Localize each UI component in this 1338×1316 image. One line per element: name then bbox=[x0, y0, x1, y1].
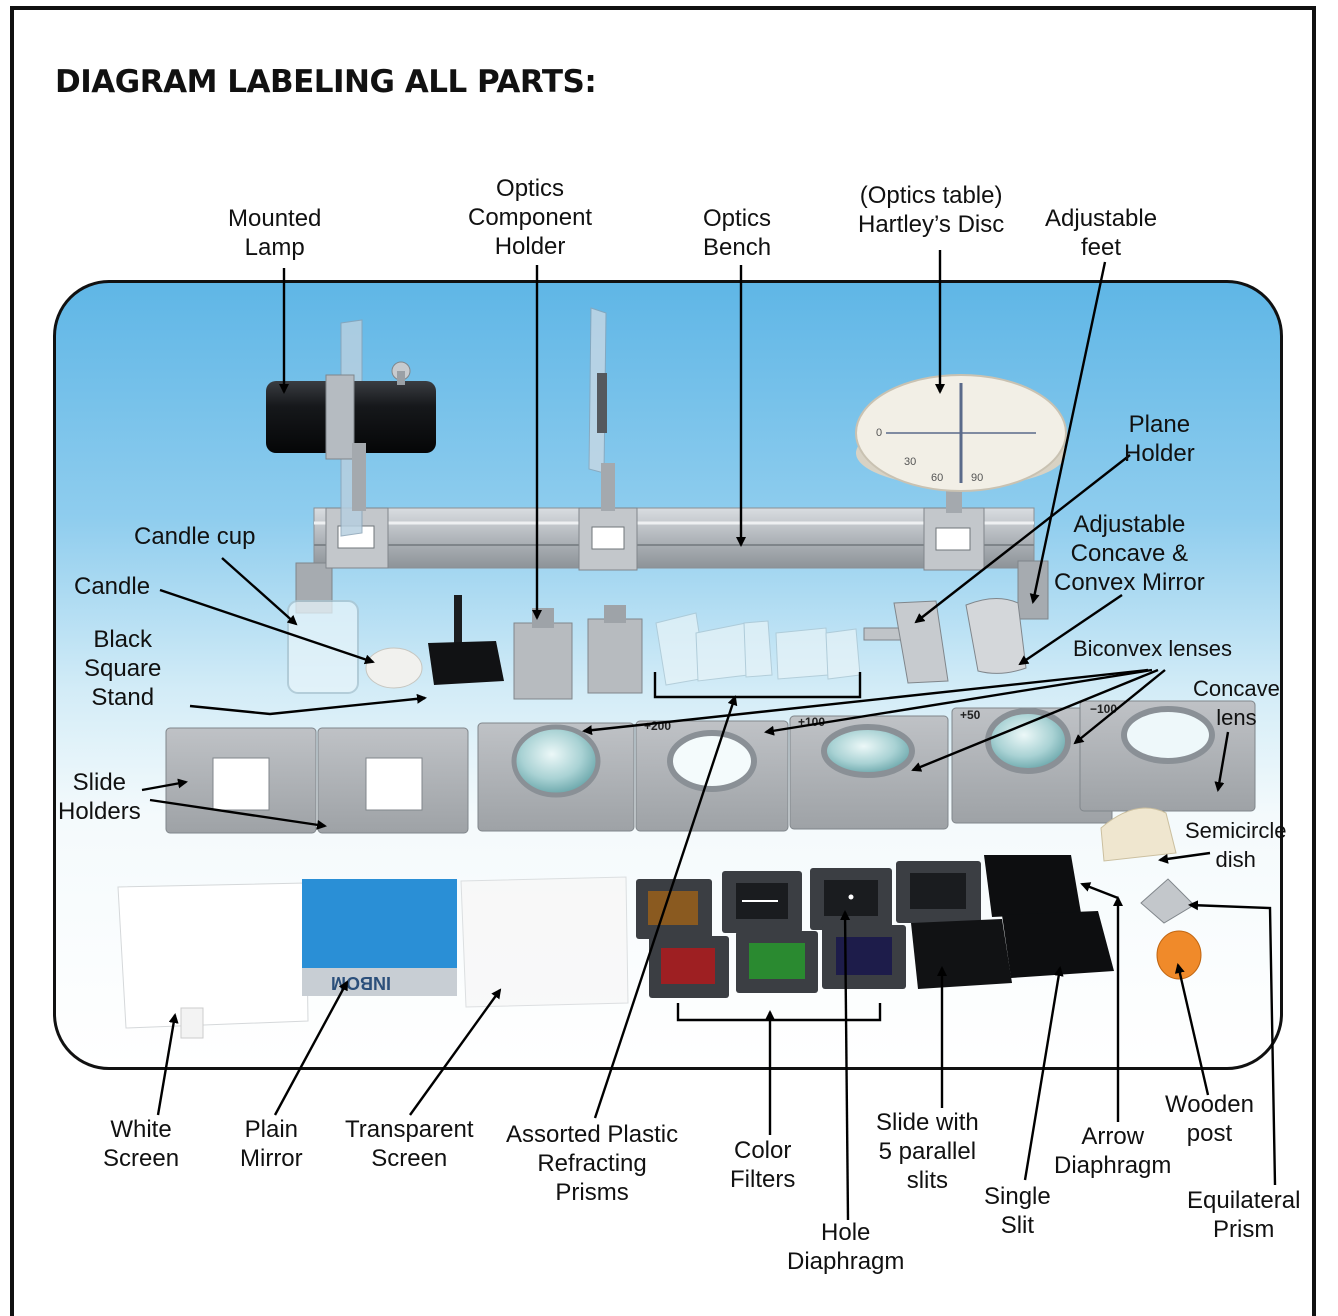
label-optics-bench: Optics Bench bbox=[703, 205, 772, 261]
hartleys-disc-shape: 0 30 60 90 bbox=[855, 374, 1067, 513]
label-slide-holders: Slide Holders bbox=[58, 769, 141, 825]
label-plain-mirror: Plain Mirror bbox=[240, 1116, 303, 1172]
label-hartleys-disc: (Optics table) Hartley’s Disc bbox=[858, 182, 1005, 238]
lens-power-label: +50 bbox=[960, 708, 981, 722]
label-single-slit: Single Slit bbox=[984, 1183, 1051, 1239]
label-adjustable-feet: Adjustable feet bbox=[1045, 205, 1158, 261]
small-items-shapes bbox=[287, 595, 1027, 700]
page-title: DIAGRAM LABELING ALL PARTS: bbox=[55, 64, 597, 100]
label-parallel-slits: Slide with 5 parallel slits bbox=[876, 1109, 979, 1194]
label-transparent-screen: Transparent Screen bbox=[345, 1116, 474, 1172]
label-component-holder: Optics Component Holder bbox=[468, 175, 593, 260]
label-biconvex-lenses: Biconvex lenses bbox=[1073, 636, 1232, 661]
label-concave-convex-mirror: Adjustable Concave & Convex Mirror bbox=[1054, 511, 1205, 596]
right-small-items bbox=[1100, 807, 1202, 980]
label-wooden-post: Wooden post bbox=[1165, 1091, 1254, 1147]
component-holder-shape bbox=[588, 307, 615, 511]
label-semicircle-dish: Semicircle dish bbox=[1185, 818, 1287, 872]
screens-shapes: INBOM bbox=[117, 876, 629, 1039]
label-white-screen: White Screen bbox=[103, 1116, 180, 1172]
label-concave-lens: Concave lens bbox=[1193, 676, 1280, 730]
label-candle-cup: Candle cup bbox=[134, 523, 256, 550]
label-mounted-lamp: Mounted Lamp bbox=[228, 205, 322, 261]
apparatus-illustration: 0 30 60 90 bbox=[117, 307, 1256, 1039]
outer-frame bbox=[10, 6, 1316, 1316]
lens-power-label: −100 bbox=[1090, 702, 1117, 716]
label-plane-holder: Plane Holder bbox=[1124, 411, 1195, 467]
svg-text:0: 0 bbox=[876, 427, 882, 439]
label-arrow-diaphragm: Arrow Diaphragm bbox=[1054, 1123, 1172, 1179]
label-color-filters: Color Filters bbox=[730, 1137, 796, 1193]
svg-text:30: 30 bbox=[904, 456, 916, 468]
dark-slides bbox=[636, 855, 1114, 998]
svg-text:90: 90 bbox=[971, 472, 983, 484]
label-candle: Candle bbox=[74, 573, 151, 600]
apparatus-photo: 0 30 60 90 bbox=[53, 280, 1283, 1070]
svg-text:60: 60 bbox=[931, 472, 943, 484]
label-equilateral-prism: Equilateral Prism bbox=[1187, 1187, 1301, 1243]
label-refracting-prisms: Assorted Plastic Refracting Prisms bbox=[506, 1121, 679, 1206]
slide-holders-row: +200 +100 +50 −100 bbox=[165, 700, 1256, 834]
label-black-square-stand: Black Square Stand bbox=[84, 626, 162, 711]
mounted-lamp-shape bbox=[266, 319, 436, 537]
label-hole-diaphragm: Hole Diaphragm bbox=[787, 1219, 905, 1275]
